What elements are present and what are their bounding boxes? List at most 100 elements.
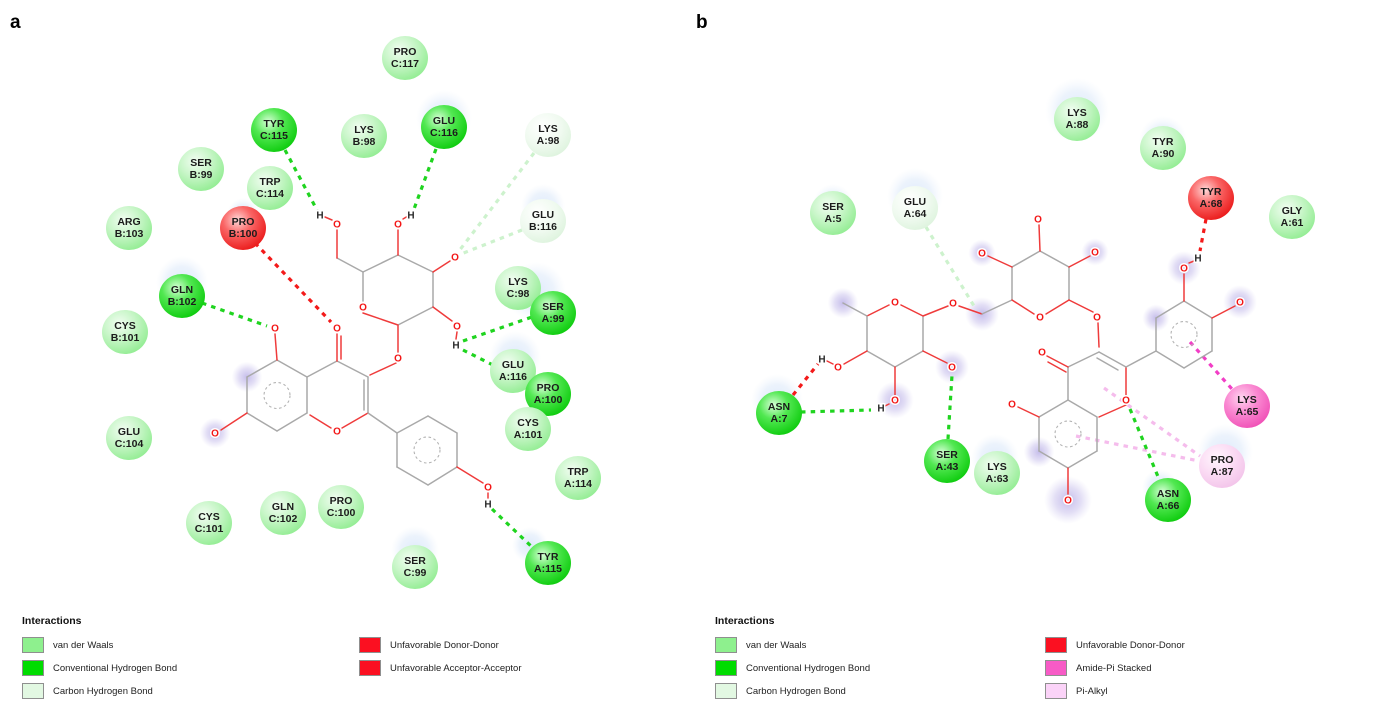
- oxygen-atom-label: O: [1064, 496, 1072, 507]
- residue-bubble: [756, 391, 802, 435]
- residue-bubble: [247, 166, 293, 210]
- bond: [397, 306, 434, 326]
- bond: [396, 466, 429, 486]
- oxygen-atom-label: O: [1034, 215, 1042, 226]
- legend-item: Amide-Pi Stacked: [1045, 660, 1152, 676]
- bond: [397, 254, 434, 273]
- oxygen-atom-label: O: [948, 363, 956, 374]
- oxygen-atom-label: O: [1180, 264, 1188, 275]
- residue-bubble: [421, 105, 467, 149]
- legend-title-a: Interactions: [22, 615, 82, 627]
- residue-bubble: [318, 485, 364, 529]
- bond: [981, 299, 1013, 315]
- oxygen-atom-label: O: [394, 220, 402, 231]
- residue-bubble: [106, 206, 152, 250]
- oxygen-atom-label: O: [1038, 348, 1046, 359]
- bond: [324, 216, 333, 221]
- legend-item: Conventional Hydrogen Bond: [22, 660, 177, 676]
- hydrogen-atom-label: H: [1194, 254, 1201, 265]
- legend-swatch-unfav: [359, 660, 381, 676]
- interaction-line-conv: [462, 315, 533, 343]
- bond: [1039, 250, 1070, 268]
- interaction-line-conv: [800, 408, 872, 414]
- bond: [1067, 351, 1100, 368]
- residue-bubble: [341, 114, 387, 158]
- legend-item: Unfavorable Donor-Donor: [1045, 637, 1185, 653]
- legend-swatch-unfav: [359, 637, 381, 653]
- bond: [432, 306, 453, 322]
- atom-charge-halo: [1081, 238, 1109, 266]
- interaction-line-pialkyl: [1103, 386, 1201, 458]
- legend-item: Carbon Hydrogen Bond: [22, 683, 153, 699]
- legend-swatch-conv: [715, 660, 737, 676]
- bond: [1017, 406, 1040, 418]
- legend-title-b: Interactions: [715, 615, 775, 627]
- bond: [456, 466, 484, 484]
- legend-label: Amide-Pi Stacked: [1076, 662, 1152, 674]
- legend-swatch-unfav: [1045, 637, 1067, 653]
- residue-bubble: [530, 291, 576, 335]
- bond: [336, 360, 369, 378]
- legend-item: Unfavorable Donor-Donor: [359, 637, 499, 653]
- interaction-line-carbon: [924, 226, 976, 307]
- residue-bubble: [810, 191, 856, 235]
- oxygen-atom-label: O: [949, 299, 957, 310]
- hydrogen-atom-label: H: [484, 500, 491, 511]
- oxygen-atom-label: O: [484, 483, 492, 494]
- legend-swatch-pialkyl: [1045, 683, 1067, 699]
- atom-charge-halo: [968, 239, 996, 267]
- bond: [369, 362, 397, 376]
- interaction-line-conv: [1128, 408, 1161, 480]
- legend-item: Unfavorable Acceptor-Acceptor: [359, 660, 521, 676]
- oxygen-atom-label: O: [978, 249, 986, 260]
- residue-bubble: [1199, 444, 1245, 488]
- bond: [1183, 350, 1213, 369]
- oxygen-atom-label: O: [394, 354, 402, 365]
- bond: [843, 350, 868, 365]
- legend-item: Conventional Hydrogen Bond: [715, 660, 870, 676]
- atom-charge-halo: [1044, 476, 1092, 524]
- bond: [894, 350, 924, 368]
- residue-bubble: [186, 501, 232, 545]
- hydrogen-atom-label: H: [407, 211, 414, 222]
- bond: [362, 254, 399, 273]
- atom-charge-halo: [935, 350, 969, 384]
- residue-bubble: [251, 108, 297, 152]
- residue-bubble: [220, 206, 266, 250]
- bond: [1098, 351, 1127, 368]
- bond: [336, 257, 364, 273]
- bond: [1068, 255, 1091, 268]
- legend-label: Carbon Hydrogen Bond: [53, 685, 153, 697]
- legend-label: van der Waals: [53, 639, 114, 651]
- bond: [826, 360, 834, 365]
